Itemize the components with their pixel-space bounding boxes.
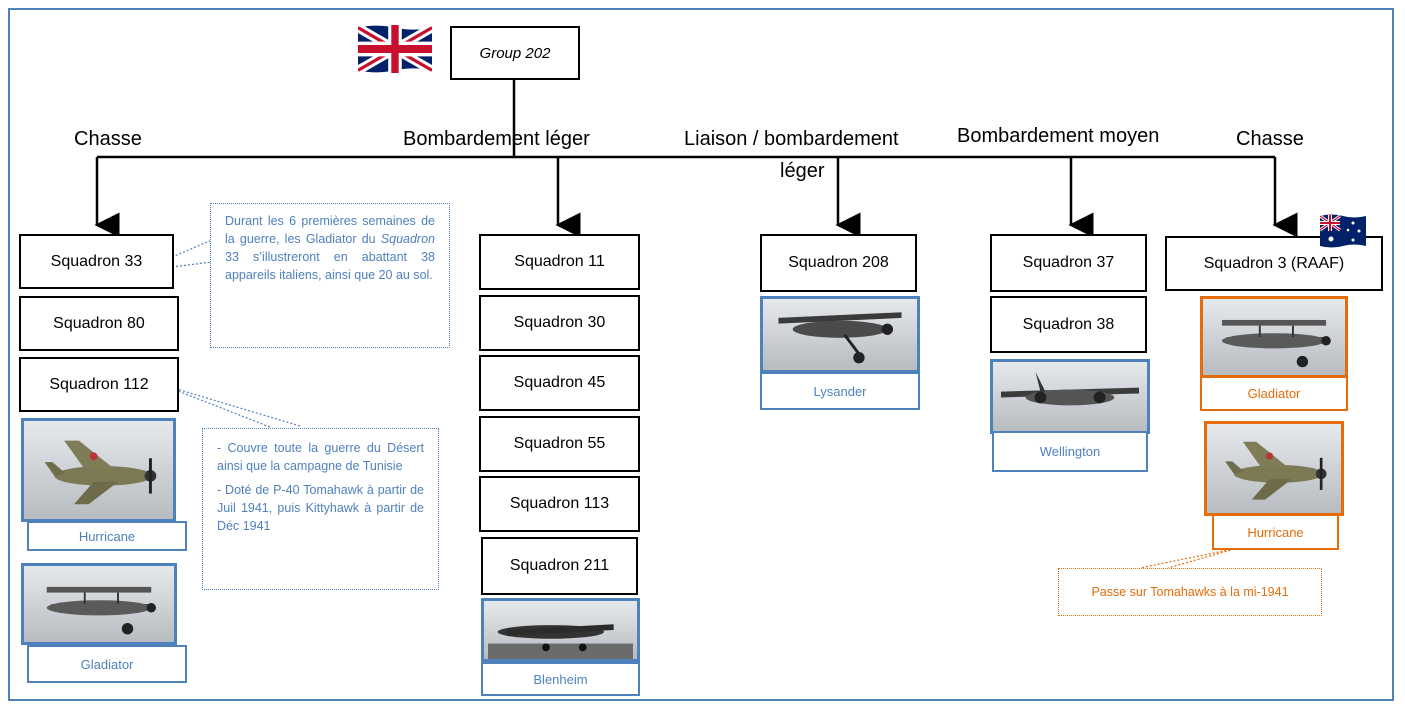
squadron-211-box: Squadron 211 <box>481 537 638 595</box>
blenheim-plane-icon <box>488 624 633 659</box>
lysander-label: Lysander <box>813 383 867 399</box>
squadron-208-label: Squadron 208 <box>788 254 889 271</box>
squadron-80-label: Squadron 80 <box>53 314 145 332</box>
squadron-112-box: Squadron 112 <box>19 357 179 412</box>
blenheim-caption: Blenheim <box>481 662 640 696</box>
squadron-112-note: - Couvre toute la guerre du Désert ainsi… <box>202 428 439 590</box>
wellington-caption: Wellington <box>992 431 1148 472</box>
hurricane-plane-icon <box>44 440 157 505</box>
raaf-note-text: Passe sur Tomahawks à la mi-1941 <box>1091 585 1289 599</box>
note-33-italic: Squadron <box>380 232 435 246</box>
gladiator-caption-left: Gladiator <box>27 645 187 683</box>
category-liaison-line1: Liaison / bombardement <box>684 128 899 150</box>
hurricane-photo-left <box>21 418 176 522</box>
squadron-33-box: Squadron 33 <box>19 234 174 289</box>
raaf-note: Passe sur Tomahawks à la mi-1941 <box>1058 568 1322 616</box>
australia-flag-icon <box>1319 213 1366 249</box>
hurricane-plane-icon-right <box>1225 441 1327 500</box>
note-33-text1: Durant les 6 premières semaines de la gu… <box>225 214 435 246</box>
hurricane-caption-right: Hurricane <box>1212 514 1339 550</box>
gladiator-photo-left <box>21 563 177 645</box>
diagram-frame <box>8 8 1394 701</box>
gladiator-plane-icon-right <box>1221 319 1331 368</box>
squadron-3-raaf-label: Squadron 3 (RAAF) <box>1203 254 1345 272</box>
category-bombardement-moyen: Bombardement moyen <box>957 125 1160 147</box>
hurricane-photo-right <box>1204 421 1344 516</box>
squadron-208-box: Squadron 208 <box>760 234 917 292</box>
category-chasse-left: Chasse <box>74 128 142 150</box>
squadron-30-box: Squadron 30 <box>479 295 640 351</box>
squadron-11-label: Squadron 11 <box>514 253 605 270</box>
hurricane-right-label: Hurricane <box>1247 524 1304 540</box>
squadron-112-label: Squadron 112 <box>49 375 149 393</box>
hurricane-caption-left: Hurricane <box>27 521 187 551</box>
wellington-photo <box>990 359 1150 434</box>
blenheim-photo <box>481 598 640 662</box>
group-202-label: Group 202 <box>479 44 551 62</box>
uk-flag-icon <box>355 23 435 75</box>
note-33-text2: 33 s’illustreront en abattant 38 apparei… <box>225 250 435 282</box>
gladiator-caption-right: Gladiator <box>1200 376 1348 411</box>
blenheim-label: Blenheim <box>533 671 588 687</box>
squadron-80-box: Squadron 80 <box>19 296 179 351</box>
squadron-37-label: Squadron 37 <box>1022 254 1115 271</box>
squadron-38-box: Squadron 38 <box>990 296 1147 353</box>
wellington-plane-icon <box>1001 371 1139 406</box>
lysander-plane-icon <box>778 312 902 364</box>
lysander-caption: Lysander <box>760 372 920 410</box>
category-liaison-line2: léger <box>780 160 825 182</box>
gladiator-plane-icon <box>46 586 156 635</box>
squadron-33-label: Squadron 33 <box>50 252 143 270</box>
gladiator-photo-right <box>1200 296 1348 378</box>
squadron-33-note: Durant les 6 premières semaines de la gu… <box>210 203 450 348</box>
squadron-55-box: Squadron 55 <box>479 416 640 472</box>
squadron-37-box: Squadron 37 <box>990 234 1147 292</box>
squadron-45-box: Squadron 45 <box>479 355 640 411</box>
squadron-45-label: Squadron 45 <box>513 374 606 391</box>
gladiator-right-label: Gladiator <box>1247 386 1301 401</box>
squadron-38-label: Squadron 38 <box>1022 315 1115 333</box>
squadron-55-label: Squadron 55 <box>513 435 606 452</box>
category-chasse-right: Chasse <box>1236 128 1304 150</box>
lysander-photo <box>760 296 920 373</box>
note-112-p1: - Couvre toute la guerre du Désert ainsi… <box>217 441 424 473</box>
gladiator-left-label: Gladiator <box>80 656 134 672</box>
group-202-box: Group 202 <box>450 26 580 80</box>
note-112-p2: - Doté de P-40 Tomahawk à partir de Juil… <box>217 483 424 533</box>
wellington-label: Wellington <box>1039 444 1101 459</box>
squadron-113-label: Squadron 113 <box>509 495 610 512</box>
squadron-11-box: Squadron 11 <box>479 234 640 290</box>
hurricane-left-label: Hurricane <box>78 528 136 544</box>
squadron-211-label: Squadron 211 <box>509 557 610 574</box>
category-bombardement-leger: Bombardement léger <box>403 128 590 150</box>
squadron-113-box: Squadron 113 <box>479 476 640 532</box>
squadron-30-label: Squadron 30 <box>513 314 606 331</box>
